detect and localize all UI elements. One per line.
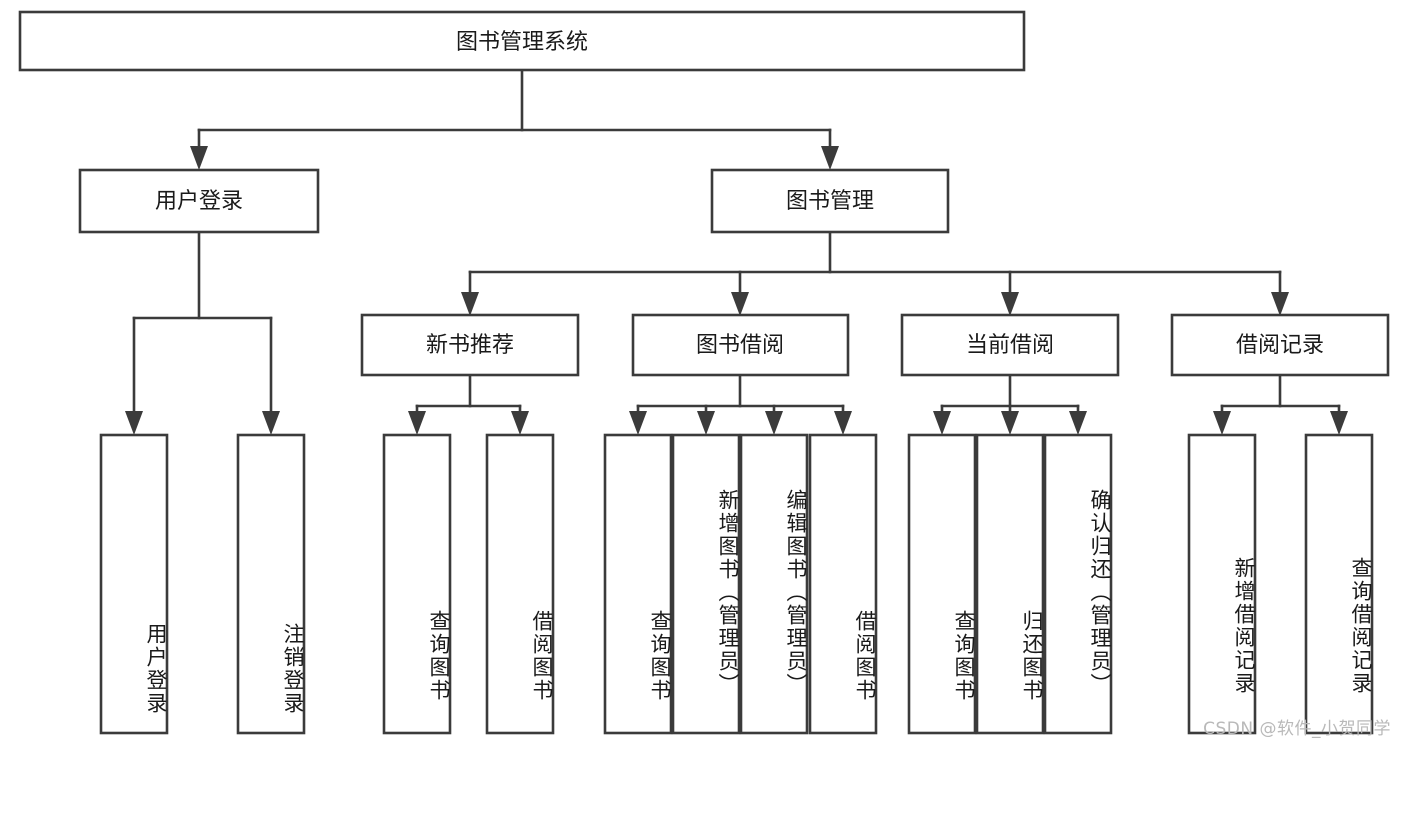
- arrowhead-leaf-return-book: [1001, 411, 1019, 435]
- arrowhead-leaf-confirm-return: [1069, 411, 1087, 435]
- node-leaf-borrow-book-1[interactable]: [485, 433, 555, 735]
- diagram-canvas: 图书管理系统 用户登录 图书管理 新书推荐 图书借阅 当前借阅 借阅记录: [18, 10, 1390, 735]
- arrowhead-leaf-edit-book: [765, 411, 783, 435]
- csdn-watermark: CSDN @软件_小贺同学: [1203, 719, 1391, 739]
- node-book-manage-label: 图书管理: [786, 189, 874, 214]
- node-leaf-edit-book[interactable]: [739, 433, 809, 735]
- arrowhead-leaf-borrow-book-1: [511, 411, 529, 435]
- node-user-login-label: 用户登录: [155, 189, 243, 214]
- node-user-login[interactable]: [78, 168, 320, 234]
- node-borrow-record[interactable]: [1170, 313, 1390, 377]
- hierarchy-diagram: 图书管理系统 用户登录 图书管理 新书推荐 图书借阅 当前借阅 借阅记录: [18, 10, 1391, 739]
- node-new-book-recommend-label: 新书推荐: [426, 333, 514, 358]
- arrowhead-book-manage: [821, 146, 839, 170]
- arrowhead-leaf-logout-login: [262, 411, 280, 435]
- node-book-borrow-label: 图书借阅: [696, 333, 784, 358]
- arrowhead-user-login: [190, 146, 208, 170]
- arrowhead-new-book-recommend: [461, 292, 479, 316]
- node-leaf-return-book[interactable]: [975, 433, 1045, 735]
- connector-layer: [125, 68, 1348, 435]
- arrowhead-leaf-borrow-book-2: [834, 411, 852, 435]
- arrowhead-leaf-user-login: [125, 411, 143, 435]
- node-root-label: 图书管理系统: [456, 30, 588, 55]
- node-layer: 图书管理系统 用户登录 图书管理 新书推荐 图书借阅 当前借阅 借阅记录: [18, 10, 1390, 735]
- arrowhead-leaf-add-record: [1213, 411, 1231, 435]
- node-leaf-query-record[interactable]: [1304, 433, 1374, 735]
- arrowhead-current-borrow: [1001, 292, 1019, 316]
- arrowhead-leaf-query-book-1: [408, 411, 426, 435]
- node-current-borrow-label: 当前借阅: [966, 333, 1054, 358]
- node-leaf-add-book[interactable]: [671, 433, 741, 735]
- arrowhead-leaf-query-book-3: [933, 411, 951, 435]
- node-new-book-recommend[interactable]: [360, 313, 580, 377]
- node-book-manage[interactable]: [710, 168, 950, 234]
- arrowhead-leaf-add-book: [697, 411, 715, 435]
- node-root[interactable]: [18, 10, 1026, 72]
- node-leaf-query-book-1[interactable]: [382, 433, 452, 735]
- node-leaf-query-book-2[interactable]: [603, 433, 673, 735]
- node-borrow-record-label: 借阅记录: [1236, 333, 1324, 358]
- node-leaf-user-login[interactable]: [99, 433, 169, 735]
- node-book-borrow[interactable]: [631, 313, 850, 377]
- arrowhead-leaf-query-book-2: [629, 411, 647, 435]
- arrowhead-borrow-record: [1271, 292, 1289, 316]
- node-leaf-confirm-return[interactable]: [1043, 433, 1113, 735]
- node-leaf-add-record[interactable]: [1187, 433, 1257, 735]
- node-leaf-query-book-3[interactable]: [907, 433, 977, 735]
- node-current-borrow[interactable]: [900, 313, 1120, 377]
- node-leaf-logout-login[interactable]: [236, 433, 306, 735]
- arrowhead-book-borrow: [731, 292, 749, 316]
- arrowhead-leaf-query-record: [1330, 411, 1348, 435]
- node-leaf-borrow-book-2[interactable]: [808, 433, 878, 735]
